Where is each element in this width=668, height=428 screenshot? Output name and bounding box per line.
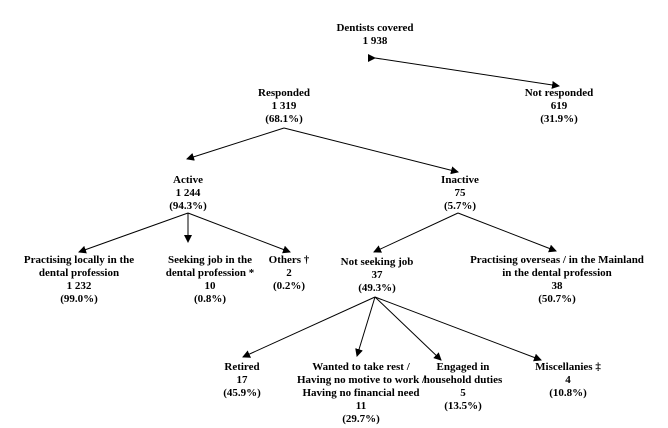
edge-inactive-to-practising_overseas: [457, 212, 557, 253]
edge-root-to-not_responded: [374, 57, 560, 89]
edge-not_seeking_job-to-retired: [242, 296, 376, 358]
edge-not_seeking_job-to-wanted_rest: [355, 296, 376, 357]
edge-active-to-practising_locally: [78, 212, 189, 254]
node-practising-locally: Practising locally in the dental profess…: [23, 254, 135, 305]
node-miscellanies: Miscellanies ‡ 4 (10.8%): [535, 361, 601, 399]
edge-not_seeking_job-to-misc: [374, 296, 542, 362]
edge-not_seeking_job-to-household: [374, 296, 442, 361]
edge-inactive-to-not_seeking_job: [373, 212, 459, 253]
node-seeking-job: Seeking job in the dental profession * 1…: [165, 254, 255, 305]
edge-responded-to-active: [186, 127, 285, 161]
node-others: Others † 2 (0.2%): [268, 254, 310, 292]
edge-responded-to-inactive: [283, 127, 459, 175]
node-practising-overseas: Practising overseas / in the Mainland in…: [470, 254, 644, 305]
node-not-seeking-job: Not seeking job 37 (49.3%): [340, 256, 414, 294]
node-wanted-to-take-rest: Wanted to take rest / Having no motive t…: [296, 361, 426, 425]
edge-active-to-others: [187, 212, 291, 254]
node-not-responded: Not responded 619 (31.9%): [524, 87, 594, 125]
node-inactive: Inactive 75 (5.7%): [441, 174, 479, 212]
node-retired: Retired 17 (45.9%): [223, 361, 261, 399]
node-responded: Responded 1 319 (68.1%): [258, 87, 310, 125]
node-household-duties: Engaged in household duties 5 (13.5%): [423, 361, 503, 412]
node-active: Active 1 244 (94.3%): [169, 174, 207, 212]
node-dentists-covered: Dentists covered 1 938: [336, 22, 414, 47]
